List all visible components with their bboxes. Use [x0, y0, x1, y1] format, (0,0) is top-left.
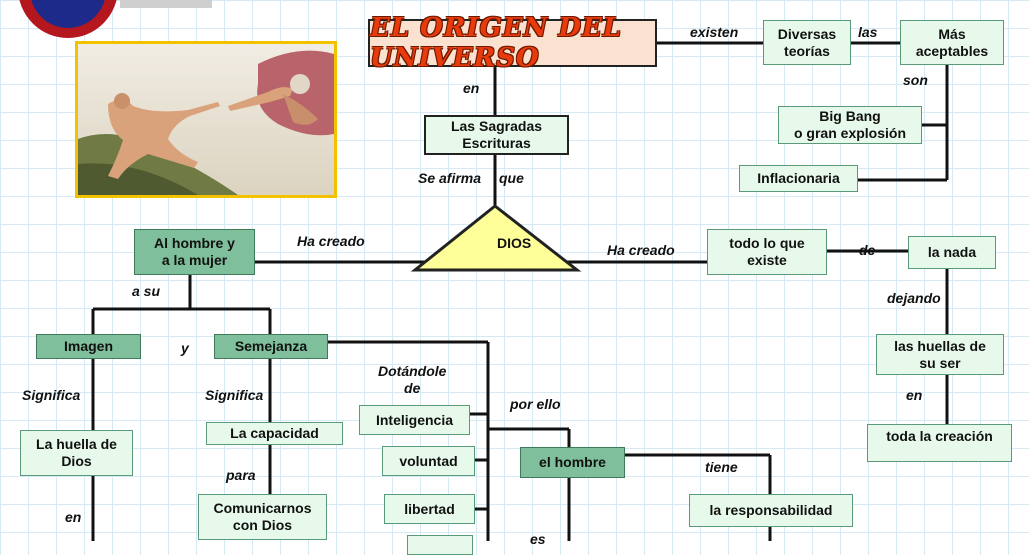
- node-semejanza: Semejanza: [214, 334, 328, 359]
- node-todo-lo-que-existe: todo lo que existe: [707, 229, 827, 275]
- node-imagen: Imagen: [36, 334, 141, 359]
- label-que: que: [499, 170, 524, 186]
- node-la-capacidad: La capacidad: [206, 422, 343, 445]
- label-dejando: dejando: [887, 290, 941, 306]
- label-en-3: en: [65, 509, 82, 525]
- node-toda-la-creacion: toda la creación: [867, 424, 1012, 462]
- node-hombre-mujer: Al hombre y a la mujer: [134, 229, 255, 275]
- title-text: EL ORIGEN DEL UNIVERSO: [370, 13, 623, 73]
- label-y: y: [181, 340, 189, 356]
- node-sagradas-escrituras: Las Sagradas Escrituras: [424, 115, 569, 155]
- node-voluntad: voluntad: [382, 446, 475, 476]
- node-huella-de-dios: La huella de Dios: [20, 430, 133, 476]
- node-inflacionaria: Inflacionaria: [739, 165, 858, 192]
- label-las: las: [858, 24, 878, 40]
- node-diversas-teorias: Diversas teorías: [763, 20, 851, 65]
- label-tiene: tiene: [705, 459, 738, 475]
- label-en-2: en: [906, 387, 923, 403]
- node-big-bang: Big Bang o gran explosión: [778, 106, 922, 144]
- painting-illustration: [78, 44, 334, 195]
- label-son: son: [903, 72, 928, 88]
- label-dotandole: Dotándole de: [378, 363, 447, 396]
- label-a-su: a su: [132, 283, 161, 299]
- node-la-nada: la nada: [908, 236, 996, 269]
- node-el-hombre: el hombre: [520, 447, 625, 478]
- node-mas-aceptables: Más aceptables: [900, 20, 1004, 65]
- node-huellas-de-su-ser: las huellas de su ser: [876, 334, 1004, 375]
- label-se-afirma: Se afirma: [418, 170, 482, 186]
- label-de: de: [859, 242, 876, 258]
- label-existen: existen: [690, 24, 739, 40]
- label-ha-creado-right: Ha creado: [607, 242, 675, 258]
- label-significa-1: Significa: [22, 387, 81, 403]
- label-por-ello: por ello: [510, 396, 561, 412]
- node-libertad: libertad: [384, 494, 475, 524]
- node-la-responsabilidad: la responsabilidad: [689, 494, 853, 527]
- label-en: en: [463, 80, 480, 96]
- dios-triangle: [410, 204, 582, 272]
- creation-of-adam-image: [75, 41, 337, 198]
- dios-label: DIOS: [497, 235, 532, 251]
- node-inteligencia: Inteligencia: [359, 405, 470, 435]
- logo-banner: [120, 0, 212, 8]
- diagram-title: EL ORIGEN DEL UNIVERSO: [368, 13, 657, 73]
- label-para: para: [226, 467, 256, 483]
- connector-lines: [91, 41, 949, 541]
- label-ha-creado-left: Ha creado: [297, 233, 365, 249]
- label-significa-2: Significa: [205, 387, 264, 403]
- node-comunicarnos: Comunicarnos con Dios: [198, 494, 327, 540]
- label-es: es: [530, 531, 546, 547]
- node-partial: [407, 535, 473, 555]
